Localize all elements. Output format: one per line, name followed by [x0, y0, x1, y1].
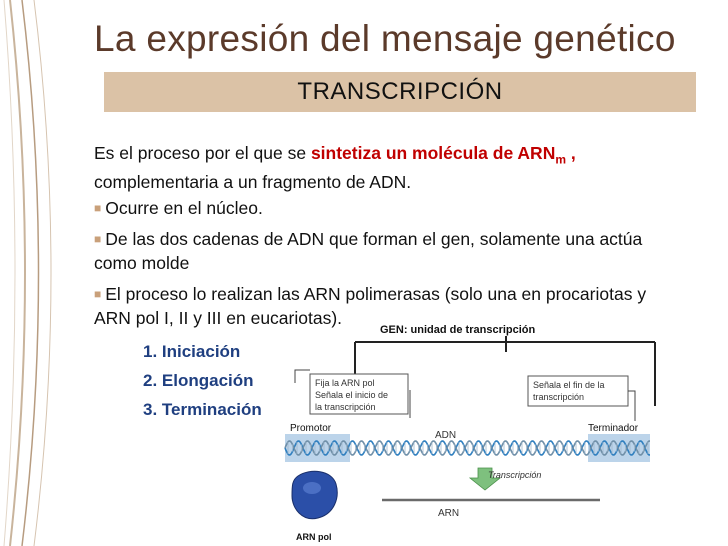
transcription-diagram: GEN: unidad de transcripción Fija la ARN…	[284, 324, 656, 542]
box-left-line: la transcripción	[315, 402, 376, 412]
intro-comma: ,	[566, 143, 576, 163]
promotor-label: Promotor	[290, 423, 332, 434]
transcripcion-label: Transcripción	[488, 470, 541, 480]
dna-rungs	[287, 441, 649, 455]
bullet-item: ■De las dos cadenas de ADN que forman el…	[94, 228, 684, 274]
dna-strand-b	[284, 440, 650, 456]
slide-subtitle: TRANSCRIPCIÓN	[297, 78, 503, 105]
step-item: 3. Terminación	[143, 400, 262, 419]
arn-pol-icon	[291, 470, 338, 520]
slide-title: La expresión del mensaje genético	[94, 18, 676, 59]
box-right-line: transcripción	[533, 392, 584, 402]
intro-subscript: m	[555, 152, 567, 167]
box-left-line: Fija la ARN pol	[315, 378, 375, 388]
bullet-icon: ■	[94, 232, 102, 246]
bullet-item: ■Ocurre en el núcleo.	[94, 197, 704, 221]
intro-line-2: complementaria a un fragmento de ADN.	[94, 171, 412, 192]
arn-label: ARN	[438, 508, 459, 519]
terminador-label: Terminador	[588, 423, 639, 434]
box-right-line: Señala el fin de la	[533, 380, 605, 390]
step-item: 1. Iniciación	[143, 342, 241, 361]
bullet-icon: ■	[94, 201, 102, 215]
terminador-region	[588, 434, 650, 462]
intro-text: Es el proceso por el que se	[94, 143, 311, 163]
bullet-icon: ■	[94, 287, 102, 301]
box-left-line: Señala el inicio de	[315, 390, 388, 400]
dna-strand-a	[284, 440, 650, 456]
gen-label: GEN: unidad de transcripción	[380, 324, 536, 336]
transcription-arrow	[468, 467, 502, 491]
bullet-text: De las dos cadenas de ADN que forman el …	[94, 229, 643, 273]
bullet-text: El proceso lo realizan las ARN polimeras…	[94, 284, 647, 328]
box-right-connector	[628, 390, 636, 421]
step-item: 2. Elongación	[143, 371, 254, 390]
adn-label: ADN	[435, 430, 456, 441]
bullet-item: ■El proceso lo realizan las ARN polimera…	[94, 283, 654, 329]
intro-paragraph: Es el proceso por el que se sintetiza un…	[94, 142, 704, 193]
steps-list: 1. Iniciación 2. Elongación 3. Terminaci…	[143, 337, 262, 424]
bullet-text: Ocurre en el núcleo.	[105, 198, 263, 218]
arn-pol-label: ARN pol	[296, 532, 332, 542]
subtitle-band: TRANSCRIPCIÓN	[104, 72, 696, 112]
arn-pol-highlight	[303, 482, 321, 494]
box-left-pointer	[294, 369, 310, 383]
intro-highlight: sintetiza un molécula de ARN	[310, 143, 556, 163]
decorative-left-border	[0, 0, 80, 546]
box-left	[309, 373, 409, 415]
